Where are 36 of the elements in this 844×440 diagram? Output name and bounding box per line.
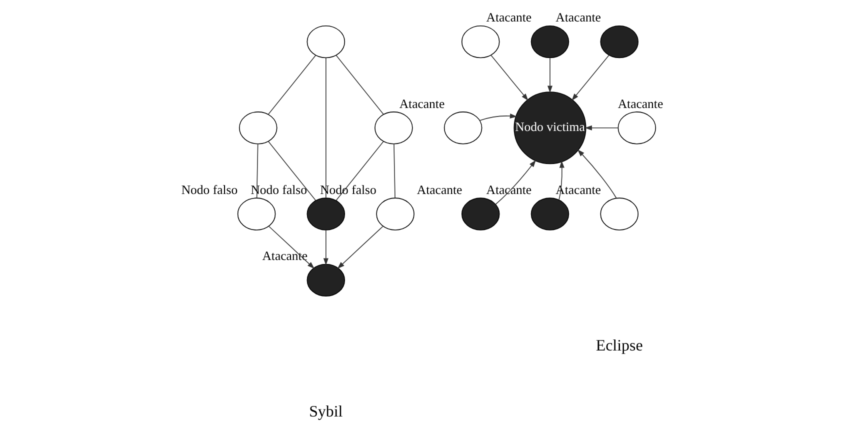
- node-label: Atacante: [486, 10, 532, 25]
- label: Eclipse: [596, 337, 643, 354]
- node-circle: [306, 25, 346, 58]
- node-circle: [239, 112, 278, 144]
- node-circle: [444, 112, 482, 144]
- arrow: [572, 55, 610, 101]
- connector: [336, 55, 384, 115]
- node-circle: [376, 198, 414, 230]
- node-circle: [600, 198, 638, 230]
- node-circle: [461, 25, 500, 58]
- node-circle: [600, 25, 638, 58]
- arrow: [547, 58, 552, 93]
- node-circle: [306, 198, 346, 230]
- arrow: [584, 125, 618, 130]
- node-circle: [530, 198, 570, 230]
- arrow: [490, 55, 528, 101]
- arrow: [323, 230, 328, 266]
- connector: [268, 55, 316, 115]
- node-label: Atacante: [556, 10, 601, 25]
- node-circle: [461, 198, 500, 230]
- node-circle: [530, 25, 570, 58]
- arrow: [337, 226, 384, 269]
- connector: [268, 141, 316, 201]
- node-label: Atacante: [618, 96, 664, 111]
- node-circle: [374, 112, 413, 144]
- connector: [256, 144, 258, 198]
- node-label: Atacante: [399, 96, 445, 111]
- node-circle: [618, 112, 656, 144]
- node-circle: [237, 198, 276, 230]
- connector: [394, 144, 396, 198]
- node-label: Nodo falso: [181, 182, 238, 197]
- node-label: Atacante: [416, 182, 462, 197]
- node-circle: [306, 264, 346, 297]
- connector: [336, 141, 384, 201]
- arrow: [479, 114, 518, 121]
- label: Sybil: [309, 404, 343, 421]
